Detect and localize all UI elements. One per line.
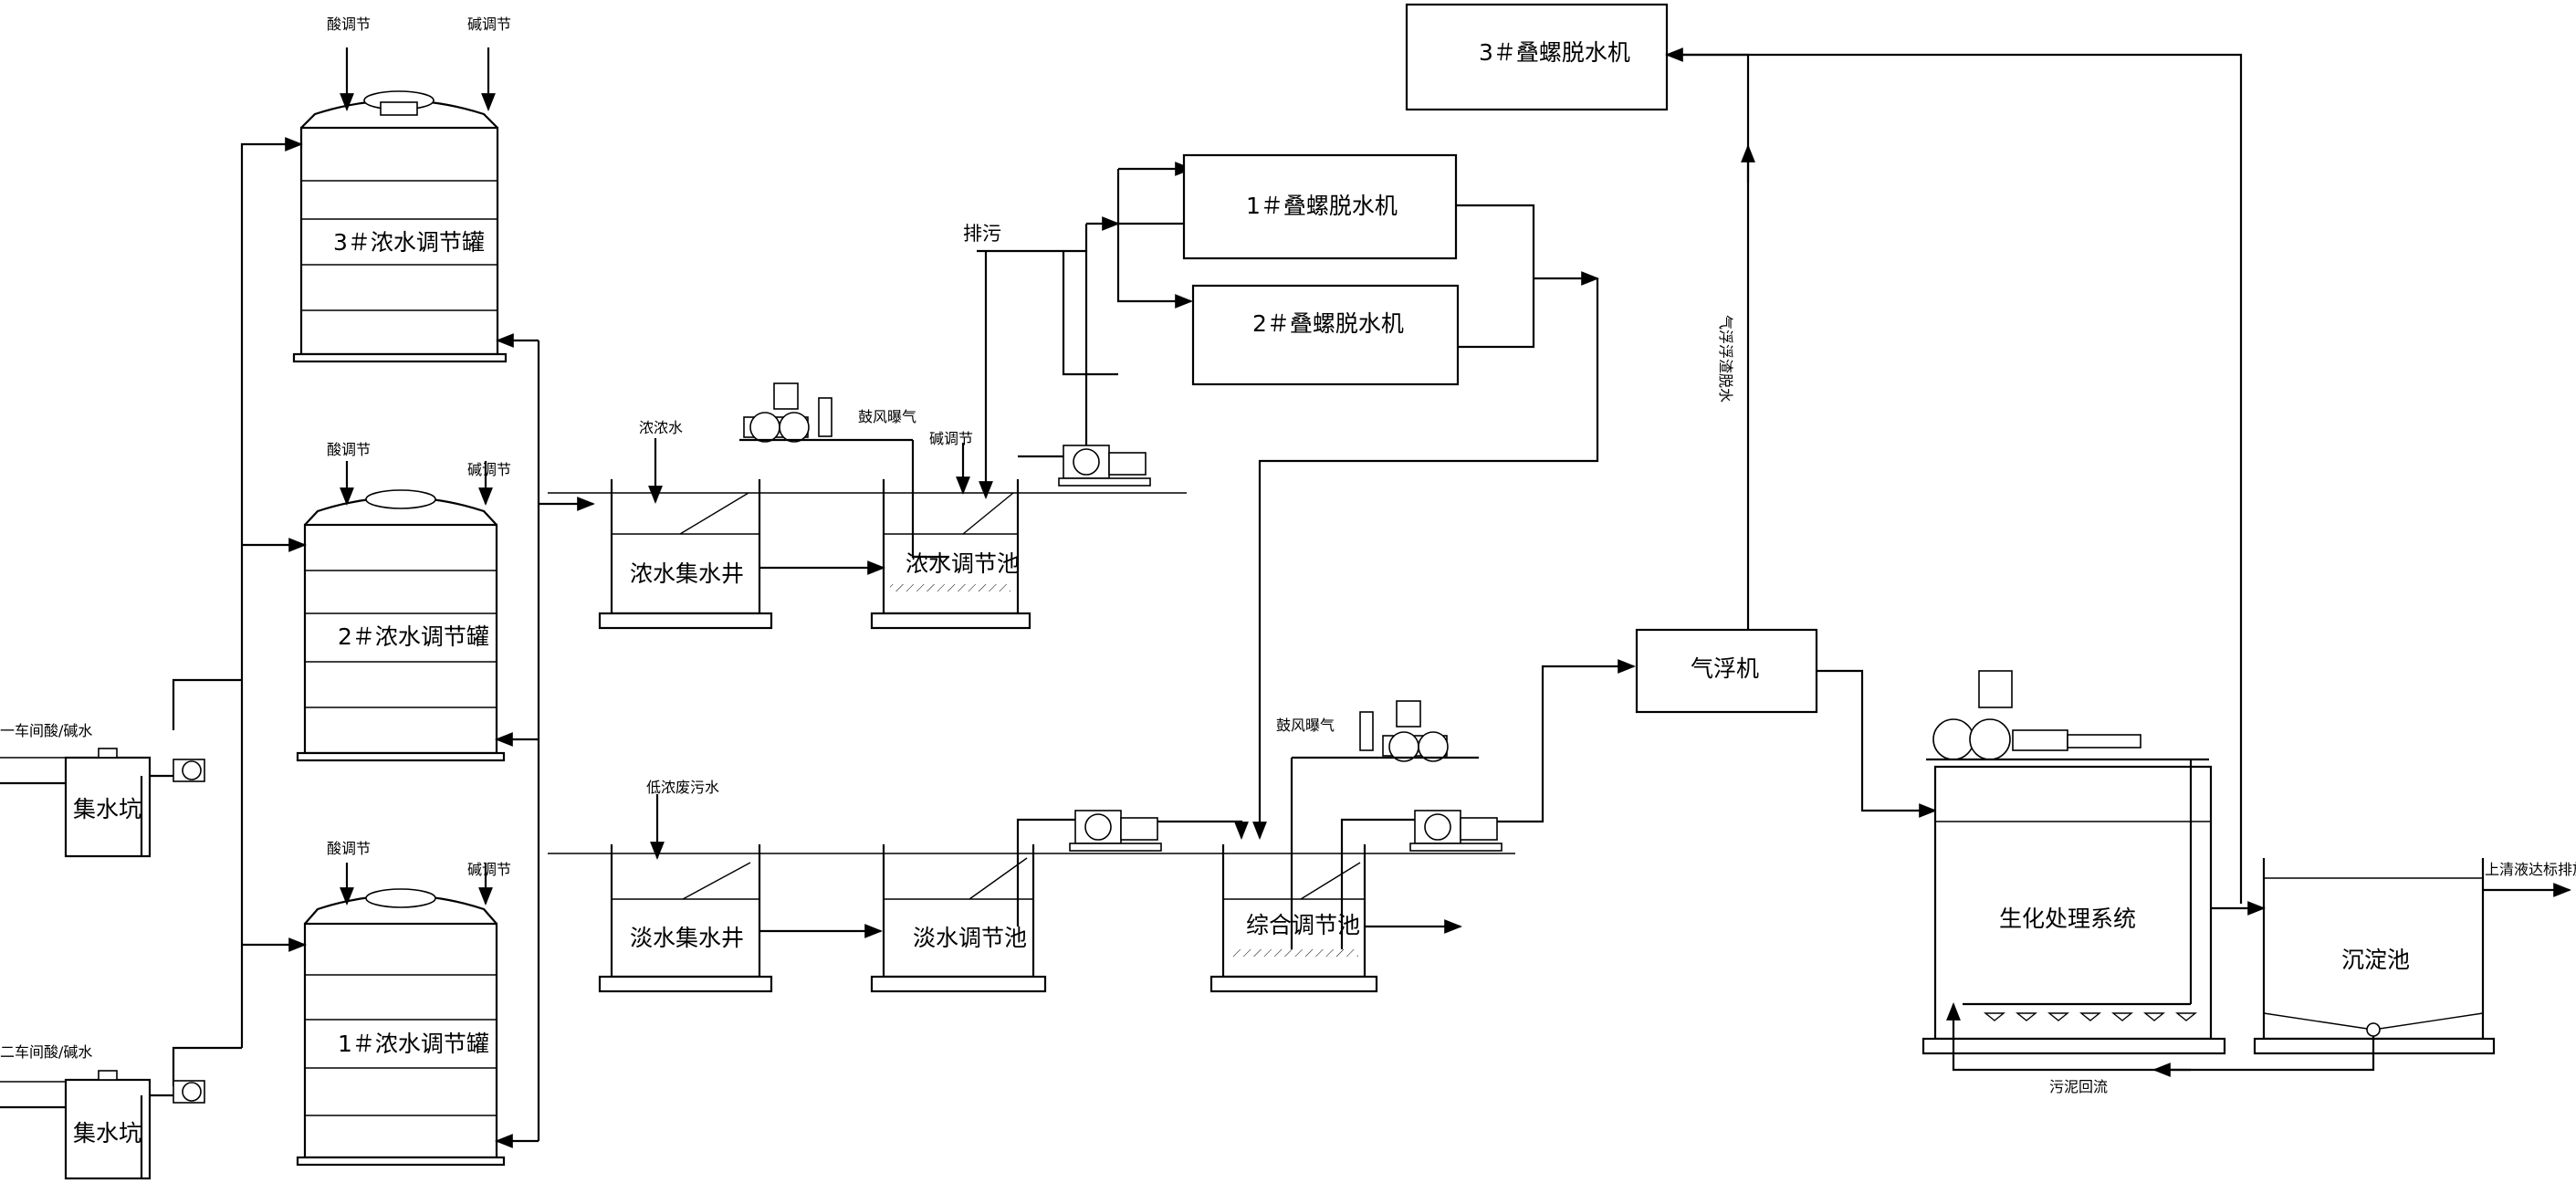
tank2-alkali-label: 碱调节	[467, 461, 511, 478]
lower-line	[548, 659, 1636, 993]
upper-well-inlet-label: 浓浓水	[639, 419, 683, 436]
lower-well-label: 淡水集水井	[630, 925, 744, 951]
upper-line	[548, 162, 1193, 630]
treatment-group	[1635, 628, 2571, 1077]
tank-feed-piping	[172, 137, 307, 1086]
tank1-acid-label: 酸调节	[327, 840, 371, 857]
tank1-label: 1＃浓水调节罐	[338, 1031, 489, 1057]
float-sludge-label: 气浮浮渣脱水	[1717, 315, 1734, 403]
tank-3	[292, 47, 508, 363]
outlet-label: 上清液达标排放	[2485, 861, 2576, 878]
dewater-group	[1182, 3, 2243, 904]
pit1-label: 集水坑	[73, 796, 141, 822]
lower-blower-label: 鼓风曝气	[1276, 717, 1335, 734]
tank-1	[296, 863, 506, 1167]
collection-pit-2	[0, 1070, 205, 1180]
dewater-3-label: 3＃叠螺脱水机	[1479, 39, 1630, 66]
discharge-label: 排污	[963, 223, 1001, 245]
collection-pit-1	[0, 748, 205, 858]
labels: 酸调节 碱调节 3＃浓水调节罐 酸调节 碱调节 2＃浓水调节罐 酸调节 碱调节 …	[0, 16, 2576, 1146]
pit2-label: 集水坑	[73, 1120, 141, 1146]
dewater-2-label: 2＃叠螺脱水机	[1252, 310, 1404, 337]
tank3-acid-label: 酸调节	[327, 16, 371, 33]
upper-adjust-label: 浓水调节池	[906, 550, 1020, 577]
upper-well-label: 浓水集水井	[630, 560, 744, 587]
pit1-inlet-label: 一车间酸/碱水	[0, 722, 92, 739]
tank-2	[296, 461, 506, 762]
bio-label: 生化处理系统	[1999, 906, 2136, 932]
tank3-label: 3＃浓水调节罐	[333, 229, 485, 256]
combined-adjust-label: 综合调节池	[1246, 912, 1360, 938]
dewater-1-label: 1＃叠螺脱水机	[1246, 193, 1398, 219]
upper-blower-label: 鼓风曝气	[858, 408, 916, 425]
tank2-acid-label: 酸调节	[327, 441, 371, 458]
sludge-return-label: 污泥回流	[2049, 1078, 2108, 1095]
flotation-label: 气浮机	[1691, 655, 1759, 682]
tank1-alkali-label: 碱调节	[467, 861, 511, 878]
settle-label: 沉淀池	[2341, 947, 2410, 973]
tank-outlet-piping	[495, 333, 595, 1148]
tank3-alkali-label: 碱调节	[467, 16, 511, 33]
lower-adjust-label: 淡水调节池	[913, 925, 1027, 951]
upper-adjust-dose-label: 碱调节	[929, 430, 973, 447]
tank2-label: 2＃浓水调节罐	[338, 623, 489, 650]
lower-well-inlet-label: 低浓废污水	[646, 779, 719, 796]
pit2-inlet-label: 二车间酸/碱水	[0, 1043, 92, 1061]
